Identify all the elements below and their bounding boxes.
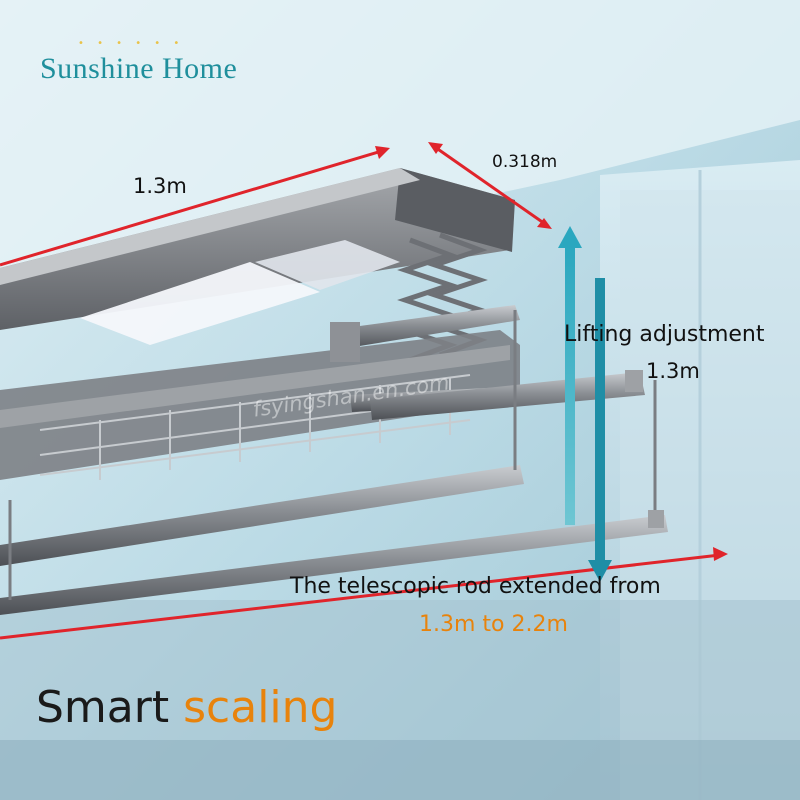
lift-up-arrow xyxy=(558,226,582,525)
width-arrow xyxy=(0,146,390,267)
width-dimension-label: 1.3m xyxy=(133,174,187,198)
rack-frame xyxy=(0,330,520,480)
brand-sparkle: • • • • • • xyxy=(78,38,185,49)
lifting-adjustment-label: Lifting adjustment xyxy=(564,322,765,347)
headline-word-scaling: scaling xyxy=(183,682,338,733)
clothes-rods xyxy=(0,305,668,615)
depth-arrow xyxy=(428,142,552,229)
depth-dimension-label: 0.318m xyxy=(492,152,558,172)
lift-down-arrow xyxy=(588,278,612,582)
headline: Smart scaling xyxy=(36,682,337,733)
brand-logo: Sunshine Home xyxy=(40,52,238,85)
telescopic-rod-label: The telescopic rod extended from xyxy=(290,574,661,599)
lifting-adjustment-value: 1.3m xyxy=(646,359,700,383)
headline-word-smart: Smart xyxy=(36,682,170,733)
ceiling-housing xyxy=(0,168,515,345)
telescopic-rod-range: 1.3m to 2.2m xyxy=(419,612,568,637)
